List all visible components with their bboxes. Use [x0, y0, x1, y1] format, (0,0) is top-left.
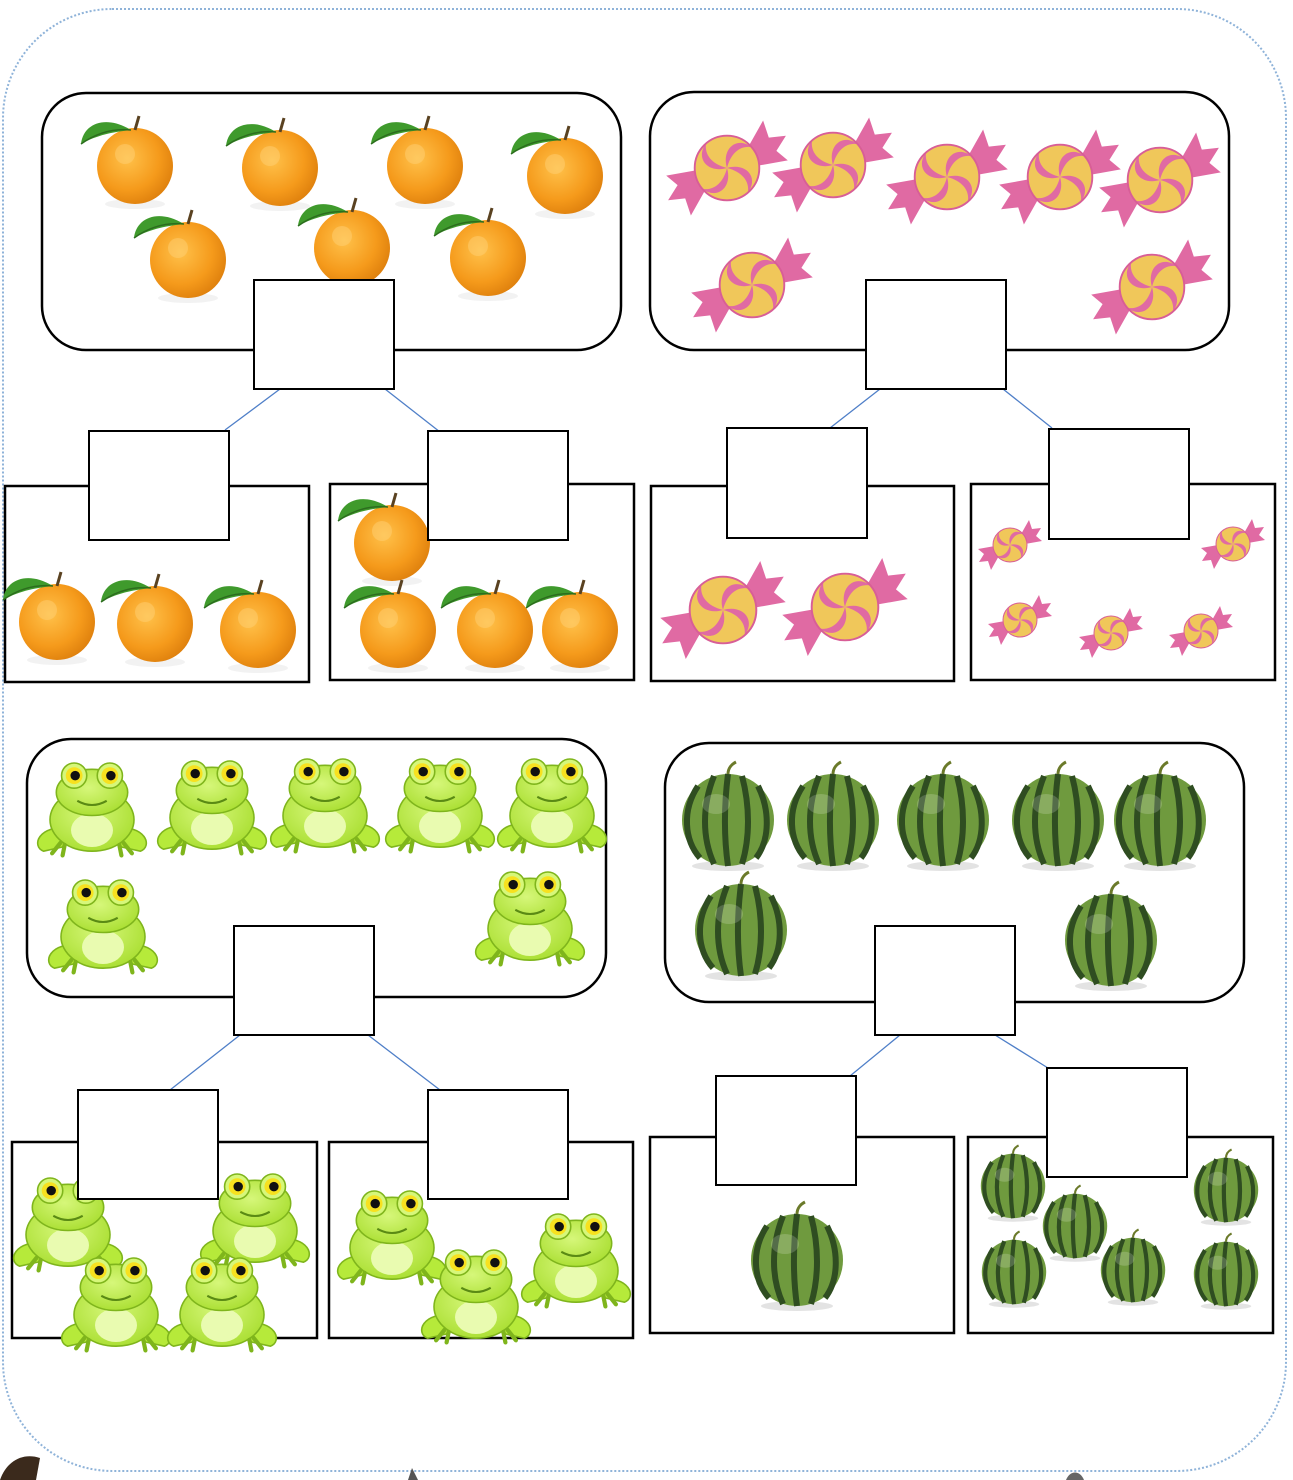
problem-frogs: [12, 739, 633, 1350]
problem-candies: [650, 92, 1275, 681]
total-answer-box[interactable]: [866, 280, 1006, 389]
connector-line: [368, 1035, 440, 1090]
connector-line: [385, 389, 440, 432]
connector-line: [995, 1035, 1048, 1068]
connector-line: [1003, 389, 1052, 428]
part-answer-box-left[interactable]: [89, 431, 229, 540]
total-answer-box[interactable]: [254, 280, 394, 389]
problem-watermelons: [650, 743, 1273, 1333]
connector-line: [830, 389, 880, 428]
decorative-mark-icon: [1066, 1473, 1084, 1480]
part-answer-box-right[interactable]: [428, 431, 568, 540]
decorative-corner-icon: [0, 1456, 40, 1480]
problem-oranges: [3, 93, 634, 682]
part-answer-box-right[interactable]: [1049, 429, 1189, 539]
total-answer-box[interactable]: [234, 926, 374, 1035]
part-answer-box-right[interactable]: [428, 1090, 568, 1199]
connector-line: [850, 1035, 900, 1076]
part-answer-box-left[interactable]: [727, 428, 867, 538]
part-answer-box-left[interactable]: [716, 1076, 856, 1185]
part-answer-box-right[interactable]: [1047, 1068, 1187, 1177]
total-answer-box[interactable]: [875, 926, 1015, 1035]
connector-line: [225, 389, 280, 430]
part-answer-box-left[interactable]: [78, 1090, 218, 1199]
decorative-mark-icon: [408, 1468, 418, 1480]
connector-line: [170, 1035, 240, 1090]
